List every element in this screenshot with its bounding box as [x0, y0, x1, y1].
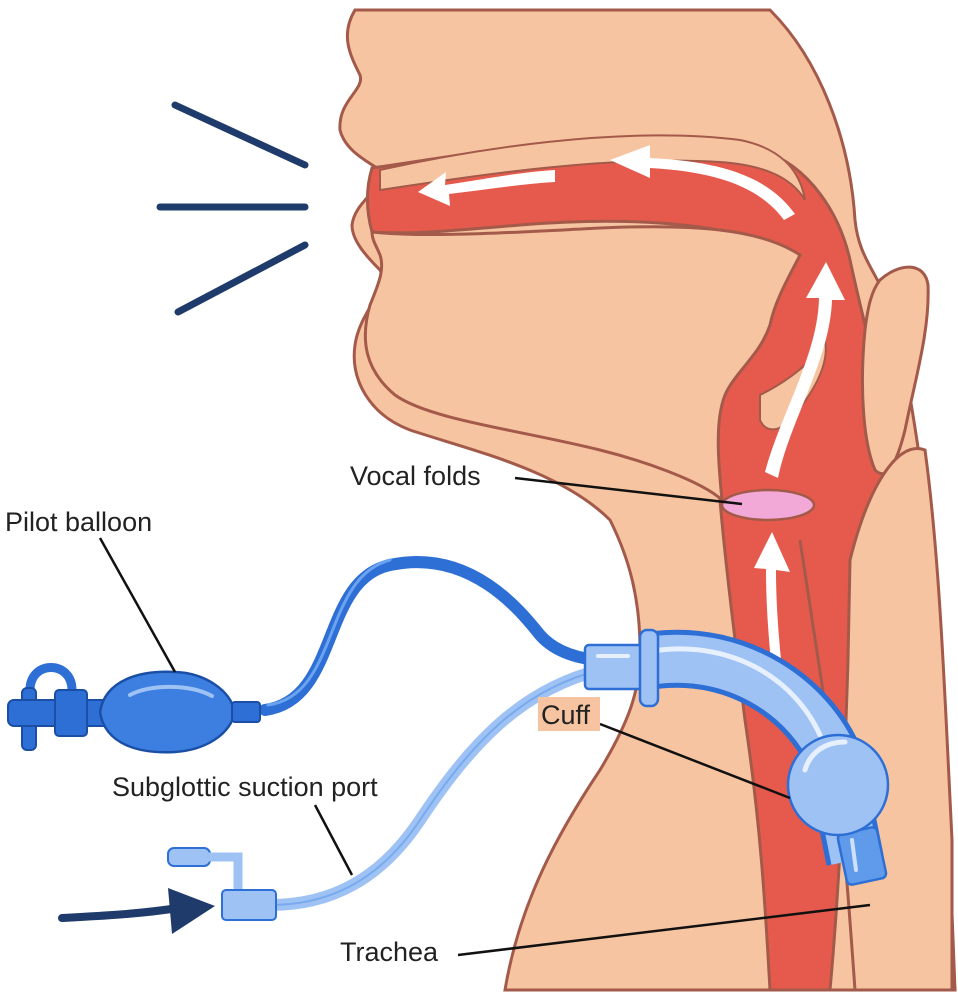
leader-cuff: [599, 722, 791, 800]
pilot-balloon: [98, 670, 237, 754]
tube-flange: [638, 628, 660, 708]
suction-port-assembly: [167, 847, 277, 921]
suction-line-tube-outline: [269, 669, 601, 906]
pilot-balloon-connector: [231, 701, 261, 723]
label-trachea: Trachea: [340, 937, 439, 967]
pilot-balloon-assembly: [7, 663, 261, 754]
tongue: [363, 225, 802, 504]
valve-collar: [54, 689, 88, 737]
airflow-arrow-mouth: [418, 170, 555, 206]
label-vocal-folds: Vocal folds: [350, 461, 481, 491]
suction-arrow-shaft: [58, 904, 182, 922]
label-cuff: Cuff: [541, 700, 591, 730]
exhale-line-top: [171, 101, 309, 169]
label-pilot-balloon: Pilot balloon: [5, 507, 152, 537]
suction-arrow-head: [168, 888, 215, 934]
tube-connector: [583, 643, 647, 691]
leader-suction-port: [313, 804, 354, 876]
airflow-arrow-pharynx: [765, 262, 845, 478]
tube-tip-highlight: [850, 838, 858, 872]
pilot-line-tube-highlight: [266, 558, 392, 707]
tube-highlight: [657, 646, 823, 738]
airflow-arrow-palate: [610, 145, 795, 220]
leader-vocal-folds: [514, 476, 743, 506]
suction-arrow: [58, 888, 215, 934]
leader-lines: [98, 476, 871, 957]
exhale-line-bottom: [174, 241, 309, 316]
suction-port-arm: [185, 852, 243, 890]
suction-port-connector: [221, 889, 277, 921]
tube-cuff: [786, 733, 890, 837]
exhale-lines: [156, 101, 309, 316]
leader-pilot-balloon: [98, 537, 177, 673]
cuff-label-backdrop: [538, 697, 600, 731]
airflow-arrows: [418, 145, 845, 672]
endotracheal-tube: [583, 628, 890, 886]
airflow-arrow-trachea: [754, 532, 790, 672]
tube-cuff-highlight: [802, 739, 848, 773]
pilot-balloon-highlight: [128, 684, 214, 698]
upper-palate: [379, 134, 806, 201]
vocal-folds: [720, 488, 816, 522]
leader-trachea: [457, 903, 871, 957]
label-subglottic-suction-port: Subglottic suction port: [112, 772, 378, 802]
valve-loop: [25, 663, 77, 691]
